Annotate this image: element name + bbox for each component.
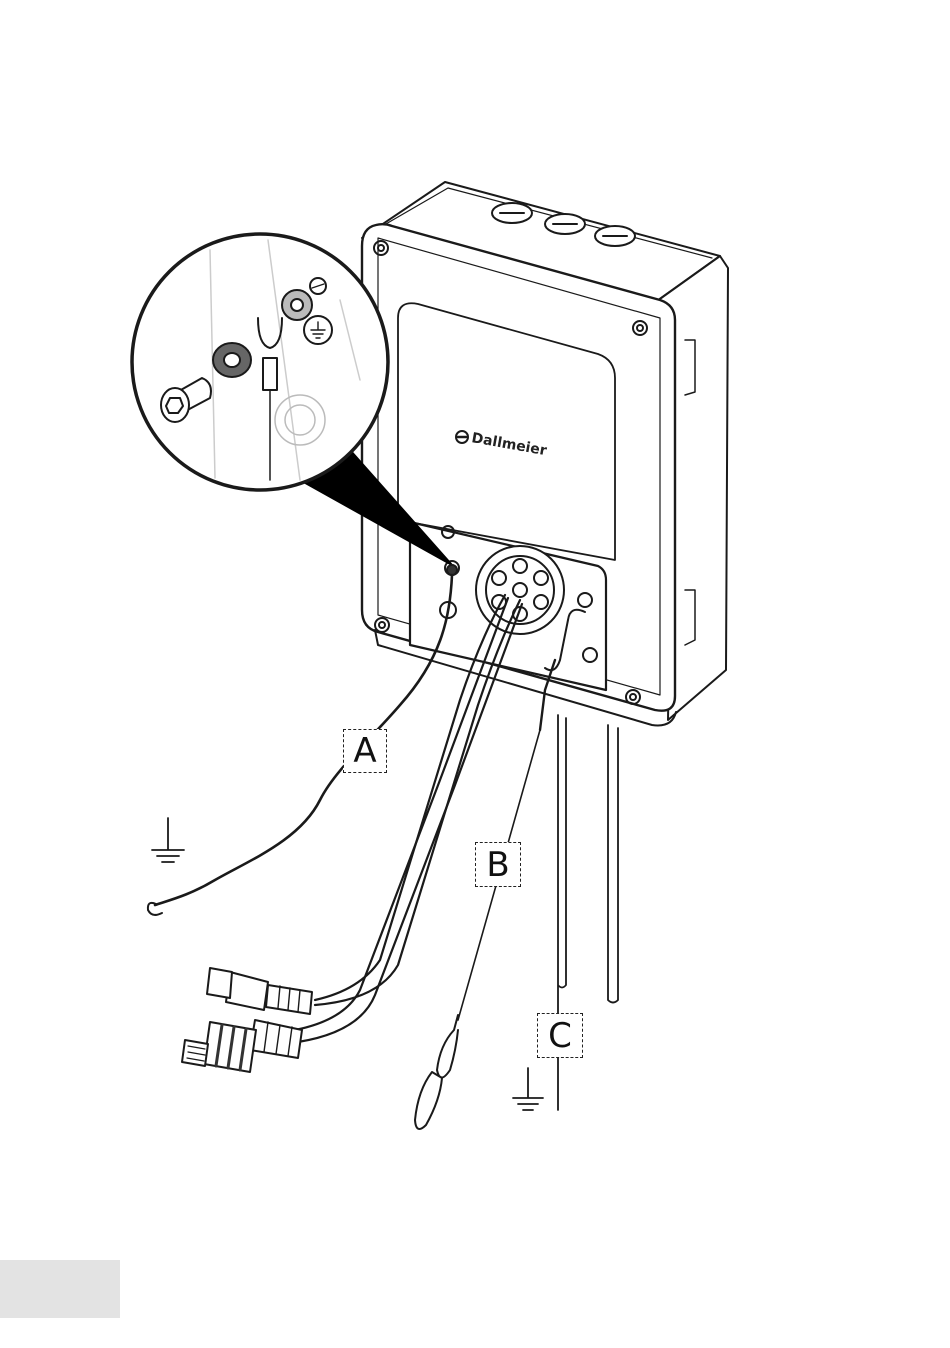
network-connector-icon <box>182 1020 302 1072</box>
label-a: A <box>343 729 387 773</box>
power-connector-icon <box>207 968 312 1014</box>
ground-symbol-icon <box>152 818 184 862</box>
ground-symbol-icon <box>513 1068 543 1110</box>
page-corner-tab <box>0 1260 120 1318</box>
brand-logo-icon <box>456 431 468 443</box>
label-b: B <box>475 842 521 887</box>
connection-cables <box>182 595 522 1072</box>
label-c: C <box>537 1013 583 1058</box>
